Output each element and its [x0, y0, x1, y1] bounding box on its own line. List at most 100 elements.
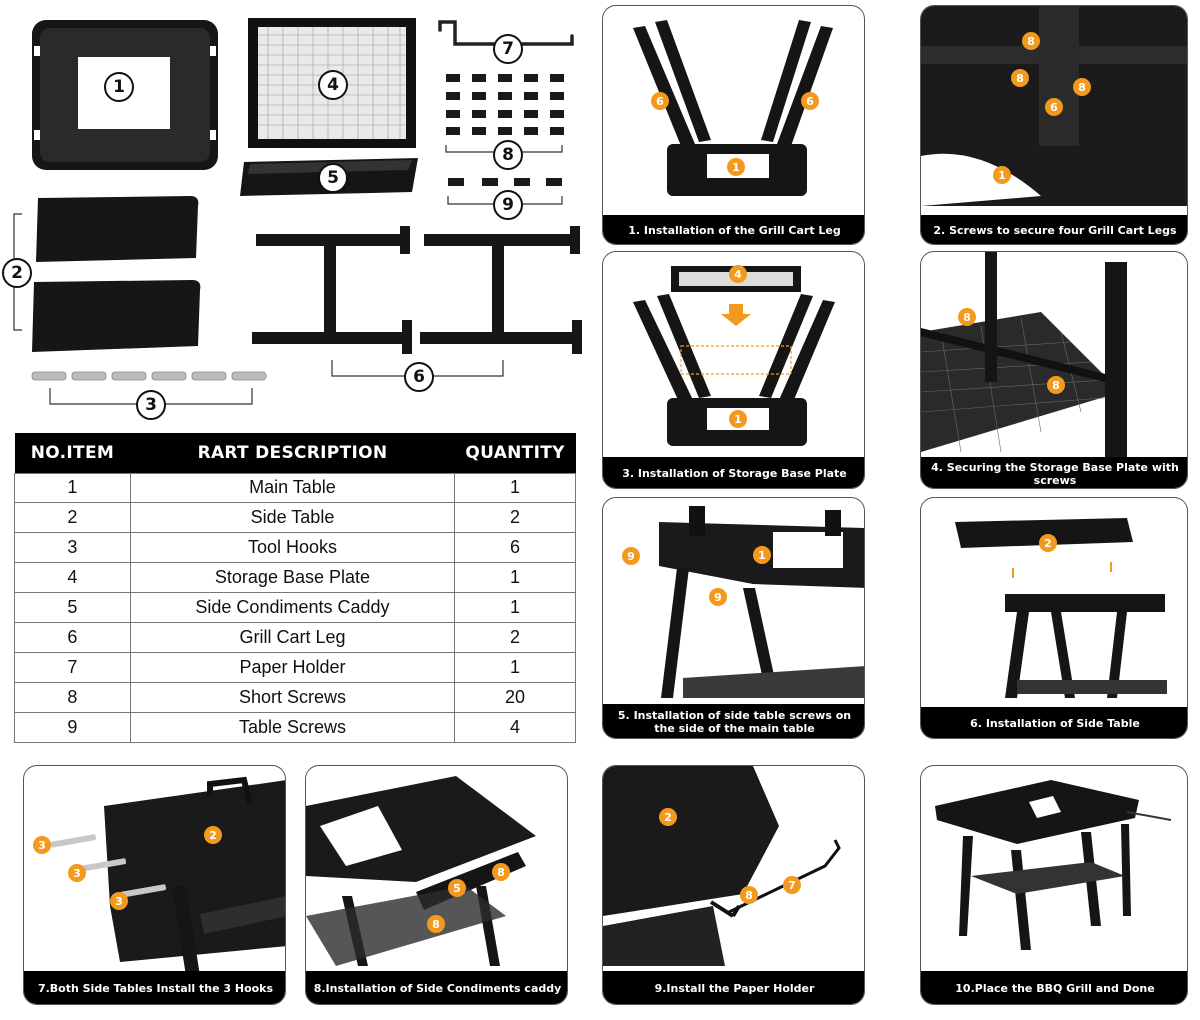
callout-1: 1 [104, 72, 134, 102]
cell-desc: Storage Base Plate [129, 562, 456, 594]
step-1-panel: 6 6 1 1. Installation of the Grill Cart … [602, 5, 865, 245]
cart-legs-part [252, 226, 582, 354]
cell-no: 1 [14, 472, 131, 504]
step-2-marker-leg: 6 [1045, 98, 1063, 116]
cell-qty: 1 [454, 651, 576, 683]
step-7-marker-hook-1: 3 [33, 836, 51, 854]
step-8-panel: 8 8 5 8.Installation of Side Condiments … [305, 765, 568, 1005]
callout-7: 7 [493, 34, 523, 64]
cell-desc: Short Screws [129, 681, 456, 713]
step-8-caption: 8.Installation of Side Condiments caddy [306, 971, 567, 1004]
step-6-illustration [955, 518, 1167, 698]
step-8-marker-caddy: 5 [448, 879, 466, 897]
step-3-caption: 3. Installation of Storage Base Plate [603, 457, 864, 488]
table-header-row: NO.ITEM RART DESCRIPTION QUANTITY [14, 433, 576, 473]
step-10-caption: 10.Place the BBQ Grill and Done [921, 971, 1187, 1004]
step-6-caption: 6. Installation of Side Table [921, 707, 1187, 738]
cell-qty: 2 [454, 621, 576, 653]
cell-no: 3 [14, 532, 131, 564]
step-5-panel: 9 9 1 5. Installation of side table scre… [602, 497, 865, 739]
step-2-marker-table: 1 [993, 166, 1011, 184]
paper-holder-part [438, 20, 574, 46]
step-2-caption: 2. Screws to secure four Grill Cart Legs [921, 215, 1187, 244]
cell-qty: 20 [454, 681, 576, 713]
step-8-marker-screw-right: 8 [492, 863, 510, 881]
cell-qty: 1 [454, 562, 576, 594]
cell-desc: Side Condiments Caddy [129, 592, 456, 623]
step-7-marker-side-table: 2 [204, 826, 222, 844]
header-quantity: QUANTITY [454, 433, 576, 473]
header-no-item: NO.ITEM [14, 433, 131, 473]
cell-no: 6 [14, 621, 131, 653]
callout-4: 4 [318, 70, 348, 100]
callout-6: 6 [404, 362, 434, 392]
cell-qty: 1 [454, 472, 576, 504]
step-7-marker-hook-2: 3 [68, 864, 86, 882]
cell-desc: Tool Hooks [129, 532, 456, 564]
step-9-illustration [603, 766, 841, 966]
step-1-marker-table: 1 [727, 158, 745, 176]
cell-no: 9 [14, 711, 131, 743]
step-5-illustration [659, 506, 864, 698]
step-3-marker-plate: 4 [729, 265, 747, 283]
step-10-panel: 10.Place the BBQ Grill and Done [920, 765, 1188, 1005]
table-screws-part [448, 178, 562, 186]
step-1-illustration [633, 20, 833, 196]
step-5-marker-screw-left: 9 [622, 547, 640, 565]
parts-illustration [13, 18, 582, 405]
step-2-panel: 8 8 8 6 1 2. Screws to secure four Grill… [920, 5, 1188, 245]
step-7-illustration [50, 776, 285, 976]
step-1-marker-leg-right: 6 [801, 92, 819, 110]
step-4-marker-screw-left: 8 [958, 308, 976, 326]
step-2-marker-screw-top: 8 [1022, 32, 1040, 50]
cell-no: 7 [14, 651, 131, 683]
step-1-marker-leg-left: 6 [651, 92, 669, 110]
callout-9: 9 [493, 190, 523, 220]
step-4-illustration [921, 252, 1127, 462]
header-description: RART DESCRIPTION [130, 433, 455, 473]
cell-no: 4 [14, 562, 131, 594]
step-6-marker-side-table: 2 [1039, 534, 1057, 552]
step-1-caption: 1. Installation of the Grill Cart Leg [603, 215, 864, 244]
step-2-marker-screw-left: 8 [1011, 69, 1029, 87]
cell-desc: Paper Holder [129, 651, 456, 683]
cell-desc: Grill Cart Leg [129, 621, 456, 653]
step-4-panel: 8 8 4. Securing the Storage Base Plate w… [920, 251, 1188, 489]
tool-hooks-part [31, 371, 267, 381]
step-3-panel: 4 1 3. Installation of Storage Base Plat… [602, 251, 865, 489]
cell-qty: 2 [454, 502, 576, 534]
step-3-illustration [633, 266, 835, 446]
cell-no: 2 [14, 502, 131, 534]
step-2-illustration [921, 6, 1187, 206]
step-9-marker-paper-holder: 7 [783, 876, 801, 894]
step-4-marker-screw-right: 8 [1047, 376, 1065, 394]
step-9-caption: 9.Install the Paper Holder [603, 971, 864, 1004]
step-4-caption: 4. Securing the Storage Base Plate with … [921, 457, 1187, 488]
cell-no: 5 [14, 592, 131, 623]
callout-2: 2 [2, 258, 32, 288]
step-5-caption: 5. Installation of side table screws on … [603, 704, 864, 738]
step-9-marker-screw: 8 [740, 886, 758, 904]
step-10-illustration [935, 780, 1172, 950]
cell-desc: Table Screws [129, 711, 456, 743]
cell-qty: 6 [454, 532, 576, 564]
side-tables-part [32, 196, 201, 352]
step-2-marker-screw-right: 8 [1073, 78, 1091, 96]
step-7-caption: 7.Both Side Tables Install the 3 Hooks [24, 971, 285, 1004]
step-9-panel: 2 8 7 9.Install the Paper Holder [602, 765, 865, 1005]
step-8-illustration [306, 776, 536, 966]
callout-8: 8 [493, 140, 523, 170]
step-3-marker-table: 1 [729, 410, 747, 428]
step-6-panel: 2 6. Installation of Side Table [920, 497, 1188, 739]
cell-no: 8 [14, 681, 131, 713]
step-5-marker-screw-side: 9 [709, 588, 727, 606]
short-screws-part [446, 74, 564, 135]
